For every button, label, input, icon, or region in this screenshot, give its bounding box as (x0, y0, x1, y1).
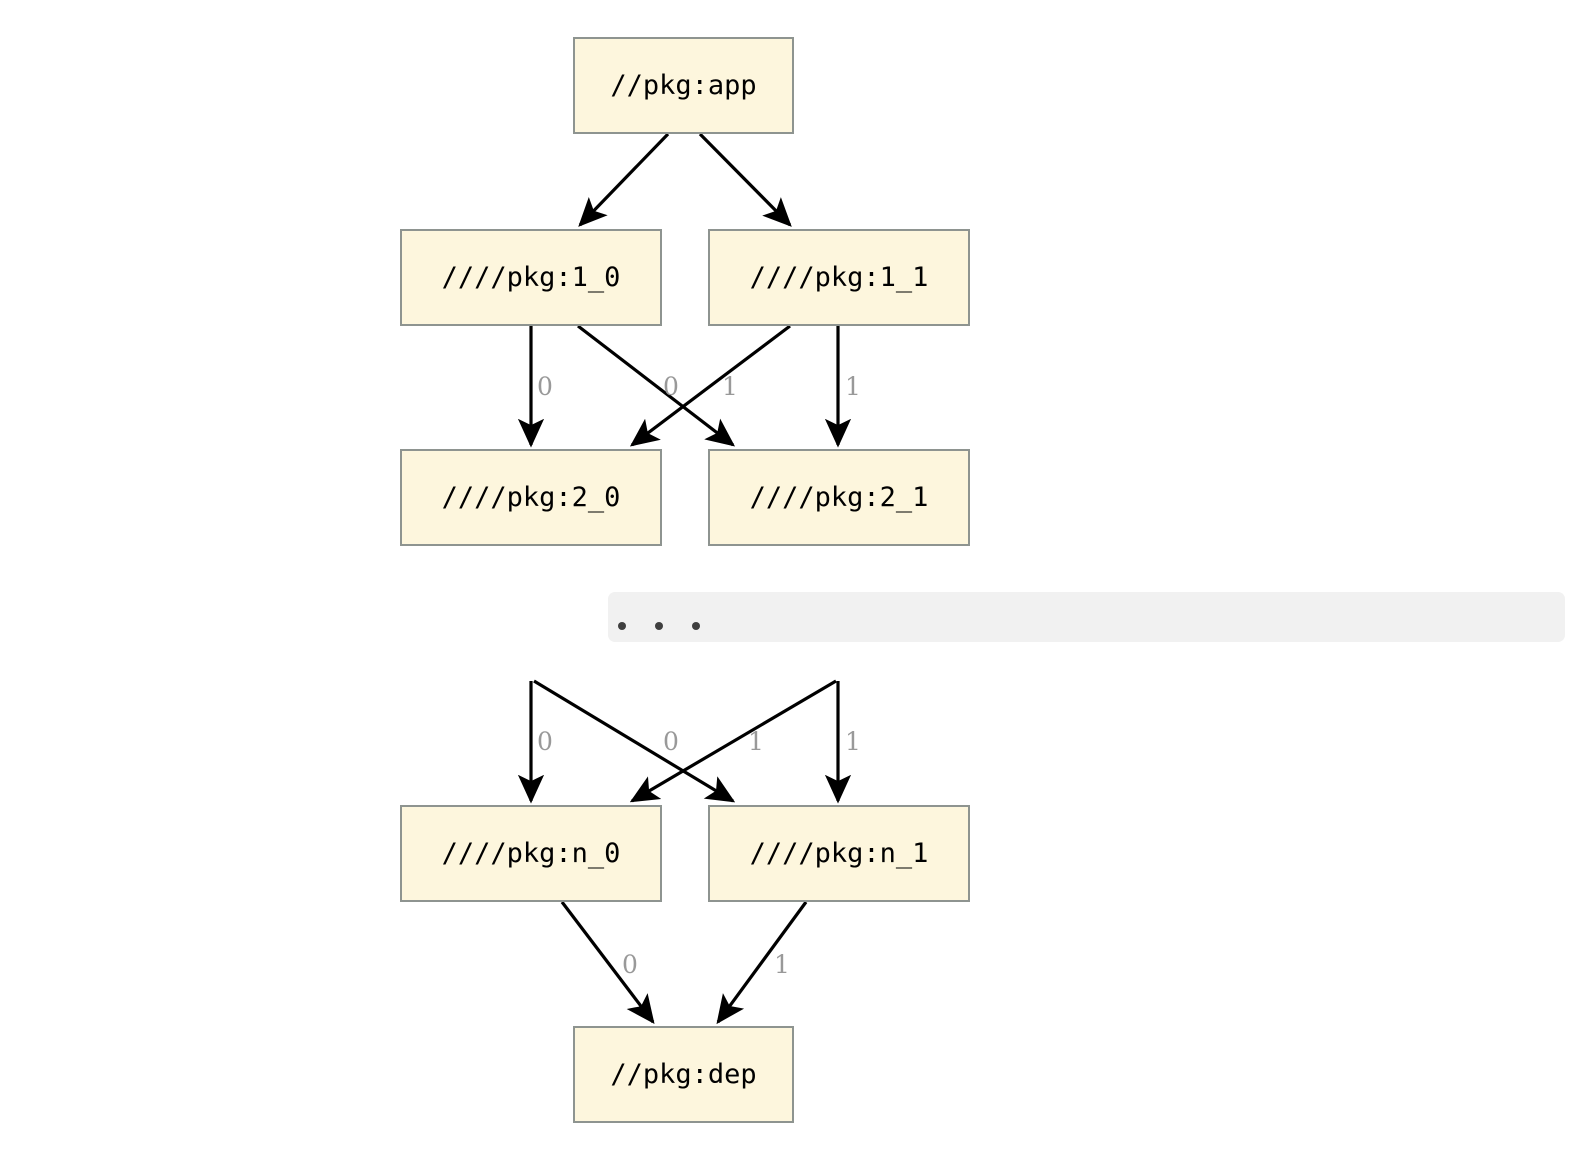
edge-label: 1 (774, 950, 790, 979)
ellipsis-dot (692, 622, 700, 630)
graph-node-dep[interactable]: //pkg:dep (573, 1026, 794, 1123)
edge-label: 0 (663, 727, 679, 756)
edge-label: 0 (622, 950, 638, 979)
edge-label: 0 (537, 372, 553, 401)
graph-node-n1_0[interactable]: ////pkg:1_0 (400, 229, 662, 326)
edge-label: 1 (748, 727, 764, 756)
graph-edge (629, 324, 791, 447)
graph-edge (716, 901, 808, 1025)
ellipsis-band (608, 592, 1565, 642)
graph-node-n1_1[interactable]: ////pkg:1_1 (708, 229, 970, 326)
graph-node-app[interactable]: //pkg:app (573, 37, 794, 134)
graph-node-n2_0[interactable]: ////pkg:2_0 (400, 449, 662, 546)
graph-edge (533, 679, 736, 803)
edge-label: 1 (722, 372, 738, 401)
edge-label: 0 (537, 727, 553, 756)
ellipsis-dot (618, 622, 626, 630)
ellipsis-dot (655, 622, 663, 630)
graph-edge (698, 132, 792, 227)
graph-edge (560, 901, 655, 1025)
graph-node-n2_1[interactable]: ////pkg:2_1 (708, 449, 970, 546)
graph-node-nn_1[interactable]: ////pkg:n_1 (708, 805, 970, 902)
graph-edge (577, 324, 736, 447)
edge-label: 0 (663, 372, 679, 401)
graph-edge (578, 132, 670, 227)
graph-node-nn_0[interactable]: ////pkg:n_0 (400, 805, 662, 902)
edge-label: 1 (845, 372, 861, 401)
edge-label: 1 (845, 727, 861, 756)
